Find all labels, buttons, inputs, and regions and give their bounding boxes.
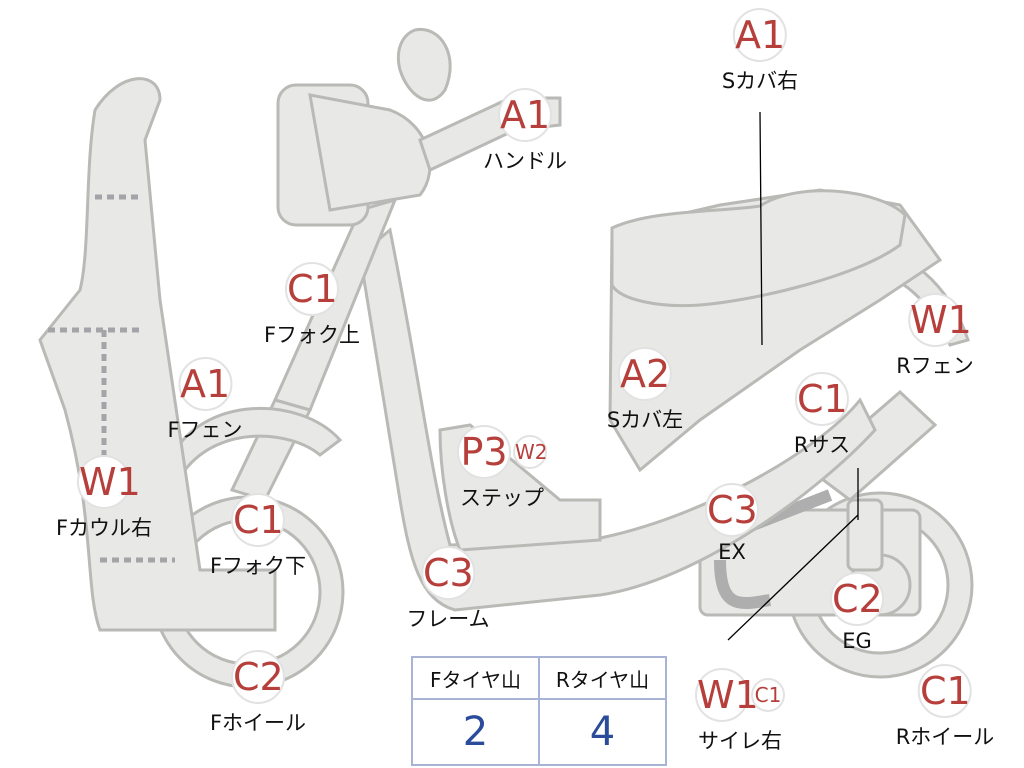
rear-shock-lower bbox=[846, 498, 884, 572]
exhaust-pipe bbox=[714, 559, 771, 609]
marker-engine[interactable]: C2 EG bbox=[830, 572, 884, 653]
rear-tire-value: 4 bbox=[538, 698, 667, 766]
part-label: Fホイール bbox=[209, 711, 307, 735]
leader-line-silencer bbox=[727, 514, 859, 641]
condition-code: A1 bbox=[733, 8, 787, 62]
condition-code: C3 bbox=[421, 546, 475, 600]
part-label: Rサス bbox=[793, 433, 851, 457]
condition-code: A1 bbox=[498, 88, 552, 142]
marker-side-cover-left[interactable]: A2 Sカバ左 bbox=[607, 347, 683, 434]
marker-exhaust[interactable]: C3 EX bbox=[705, 483, 759, 564]
condition-code: W1 bbox=[77, 455, 141, 509]
marker-side-cover-right[interactable]: A1 Sカバ右 bbox=[722, 8, 798, 95]
part-label: Fフェン bbox=[167, 418, 243, 442]
condition-code: C1 bbox=[794, 372, 849, 426]
condition-code: C2 bbox=[830, 572, 884, 626]
part-label: Sカバ右 bbox=[721, 69, 799, 93]
marker-front-fender[interactable]: A1 Fフェン bbox=[167, 357, 243, 444]
part-label: Sカバ左 bbox=[606, 408, 684, 432]
part-label: ハンドル bbox=[483, 149, 567, 173]
marker-silencer-right[interactable]: W1 C1 サイレ右 bbox=[695, 668, 785, 755]
marker-rear-fender[interactable]: W1 Rフェン bbox=[896, 293, 974, 380]
condition-code: W1 bbox=[695, 668, 759, 722]
marker-frame[interactable]: C3 フレーム bbox=[406, 546, 490, 633]
marker-handlebar[interactable]: A1 ハンドル bbox=[483, 88, 567, 175]
part-label: ステップ bbox=[460, 486, 544, 510]
front-fender bbox=[168, 406, 343, 473]
part-label: Rフェン bbox=[896, 354, 974, 378]
leader-line-seat bbox=[759, 111, 763, 346]
part-label: Rホイール bbox=[895, 725, 995, 749]
marker-rear-shock[interactable]: C1 Rサス bbox=[794, 372, 850, 459]
condition-code: C2 bbox=[231, 650, 285, 704]
marker-front-fork-upper[interactable]: C1 Fフォク上 bbox=[264, 262, 360, 349]
tire-tread-table: Fタイヤ山 Rタイヤ山 2 4 bbox=[411, 656, 667, 766]
condition-code-secondary: W2 bbox=[513, 435, 548, 469]
part-label: EG bbox=[842, 629, 872, 653]
condition-code: A1 bbox=[178, 357, 232, 411]
condition-code: A2 bbox=[618, 347, 672, 401]
part-label: EX bbox=[718, 540, 746, 564]
mirror bbox=[396, 28, 452, 102]
tire-table-header-row: Fタイヤ山 Rタイヤ山 bbox=[411, 656, 667, 700]
condition-code: P3 bbox=[457, 425, 511, 479]
rear-tire-header: Rタイヤ山 bbox=[538, 656, 667, 700]
condition-code: C3 bbox=[705, 483, 759, 537]
part-label: フレーム bbox=[406, 607, 490, 631]
marker-step[interactable]: P3 W2 ステップ bbox=[457, 425, 548, 512]
tire-table-value-row: 2 4 bbox=[411, 698, 667, 766]
marker-front-cowl-right[interactable]: W1 Fカウル右 bbox=[56, 455, 152, 542]
condition-code-secondary: C1 bbox=[751, 678, 785, 712]
marker-front-wheel[interactable]: C2 Fホイール bbox=[210, 650, 306, 737]
condition-code: W1 bbox=[908, 293, 972, 347]
part-label: Fカウル右 bbox=[55, 516, 153, 540]
seat bbox=[610, 189, 907, 308]
condition-code: C1 bbox=[285, 262, 339, 316]
front-tire-value: 2 bbox=[411, 698, 540, 766]
marker-rear-wheel[interactable]: C1 Rホイール bbox=[895, 664, 995, 751]
part-label: サイレ右 bbox=[698, 729, 782, 753]
condition-code: C1 bbox=[231, 493, 285, 547]
part-label: Fフォク上 bbox=[263, 323, 361, 347]
marker-front-fork-lower[interactable]: C1 Fフォク下 bbox=[210, 493, 306, 580]
front-tire-header: Fタイヤ山 bbox=[411, 656, 540, 700]
part-label: Fフォク下 bbox=[209, 554, 307, 578]
handlebar-cover bbox=[308, 93, 432, 212]
condition-code: C1 bbox=[918, 664, 972, 718]
